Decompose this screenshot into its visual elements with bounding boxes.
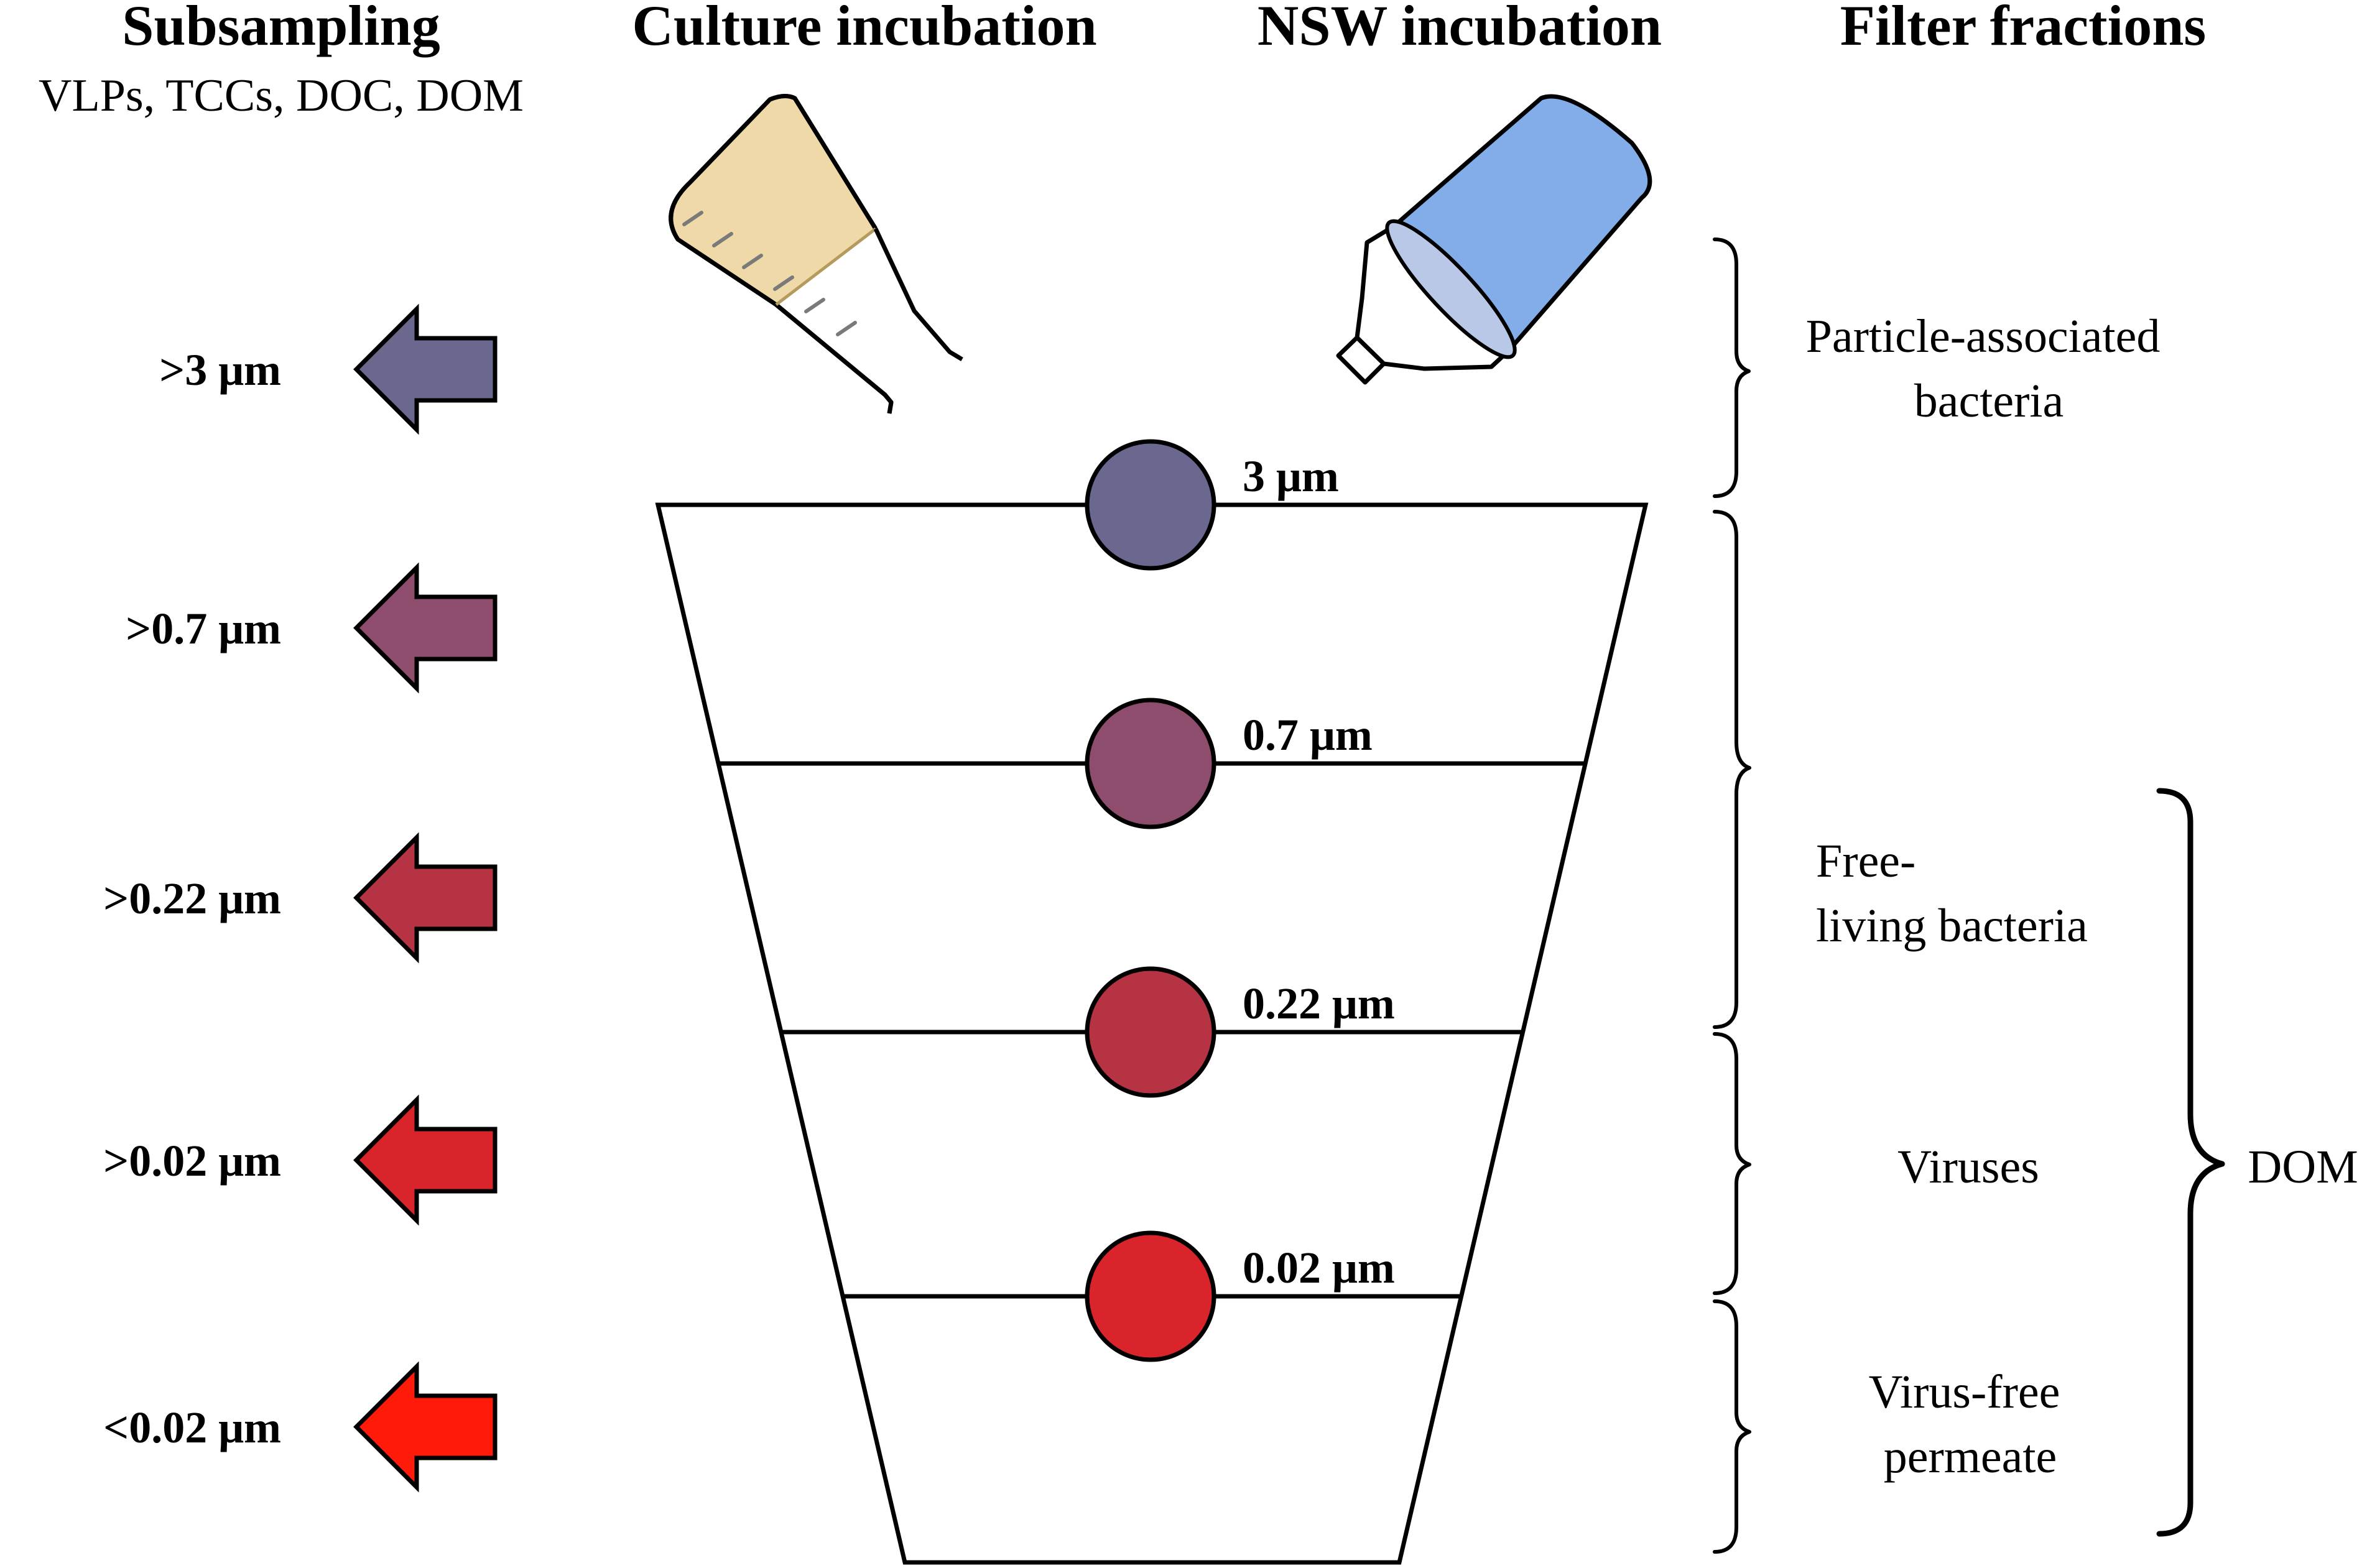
culture-flask-icon: [669, 94, 963, 414]
subsample-size-label: <0.02 μm: [103, 1403, 281, 1452]
subsample-size-label: >0.7 μm: [126, 604, 281, 653]
filter-pore-size-label: 0.02 μm: [1243, 1243, 1395, 1293]
subsample-arrow: >0.7 μm: [126, 562, 498, 694]
fraction-free-living-bacteria: Free- living bacteria: [1816, 835, 2088, 952]
nsw-bottle-icon: [1336, 94, 1652, 385]
subsample-size-label: >0.22 μm: [103, 874, 281, 923]
header-filter-fractions: Filter fractions: [1840, 0, 2206, 57]
header-subsampling-subtitle: VLPs, TCCs, DOC, DOM: [39, 70, 524, 121]
subsample-arrow: >0.22 μm: [103, 832, 498, 964]
filtration-funnel: [655, 502, 1649, 1565]
brace-free-living: [1713, 510, 1751, 1029]
filter-membrane: 0.22 μm: [781, 966, 1523, 1098]
left-arrow-icon: [353, 562, 498, 694]
header-subsampling: Subsampling: [122, 0, 440, 57]
filter-membrane: 3 μm: [1085, 439, 1339, 571]
filter-disc: [1085, 698, 1216, 829]
brace-virus-free-permeate: [1713, 1299, 1751, 1554]
brace-dom: [2156, 788, 2225, 1537]
subsample-size-label: >3 μm: [159, 345, 281, 395]
filter-pore-size-label: 0.7 μm: [1243, 710, 1373, 760]
brace-viruses: [1713, 1032, 1751, 1295]
fraction-particle-associated-bacteria: Particle-associated bacteria: [1806, 310, 2172, 427]
filter-disc: [1085, 1230, 1216, 1362]
filter-membrane: 0.7 μm: [718, 698, 1586, 829]
subsample-arrow: >3 μm: [159, 303, 498, 435]
fraction-dom: DOM: [2248, 1141, 2358, 1193]
filter-pore-size-label: 3 μm: [1243, 451, 1339, 501]
filter-pore-size-label: 0.22 μm: [1243, 979, 1395, 1028]
header-culture-incubation: Culture incubation: [632, 0, 1096, 57]
subsample-size-label: >0.02 μm: [103, 1136, 281, 1186]
left-arrow-icon: [353, 832, 498, 964]
header-nsw-incubation: NSW incubation: [1258, 0, 1662, 57]
filter-membrane: 0.02 μm: [843, 1230, 1461, 1362]
left-arrow-icon: [353, 303, 498, 435]
fraction-viruses: Viruses: [1897, 1141, 2039, 1193]
left-arrow-icon: [353, 1094, 498, 1226]
brace-particle-associated: [1713, 238, 1751, 498]
fraction-virus-free-permeate: Virus-free permeate: [1869, 1366, 2072, 1483]
subsample-arrow: <0.02 μm: [103, 1361, 498, 1493]
filter-disc: [1085, 966, 1216, 1098]
subsample-arrow: >0.02 μm: [103, 1094, 498, 1226]
filter-disc: [1085, 439, 1216, 571]
left-arrow-icon: [353, 1361, 498, 1493]
